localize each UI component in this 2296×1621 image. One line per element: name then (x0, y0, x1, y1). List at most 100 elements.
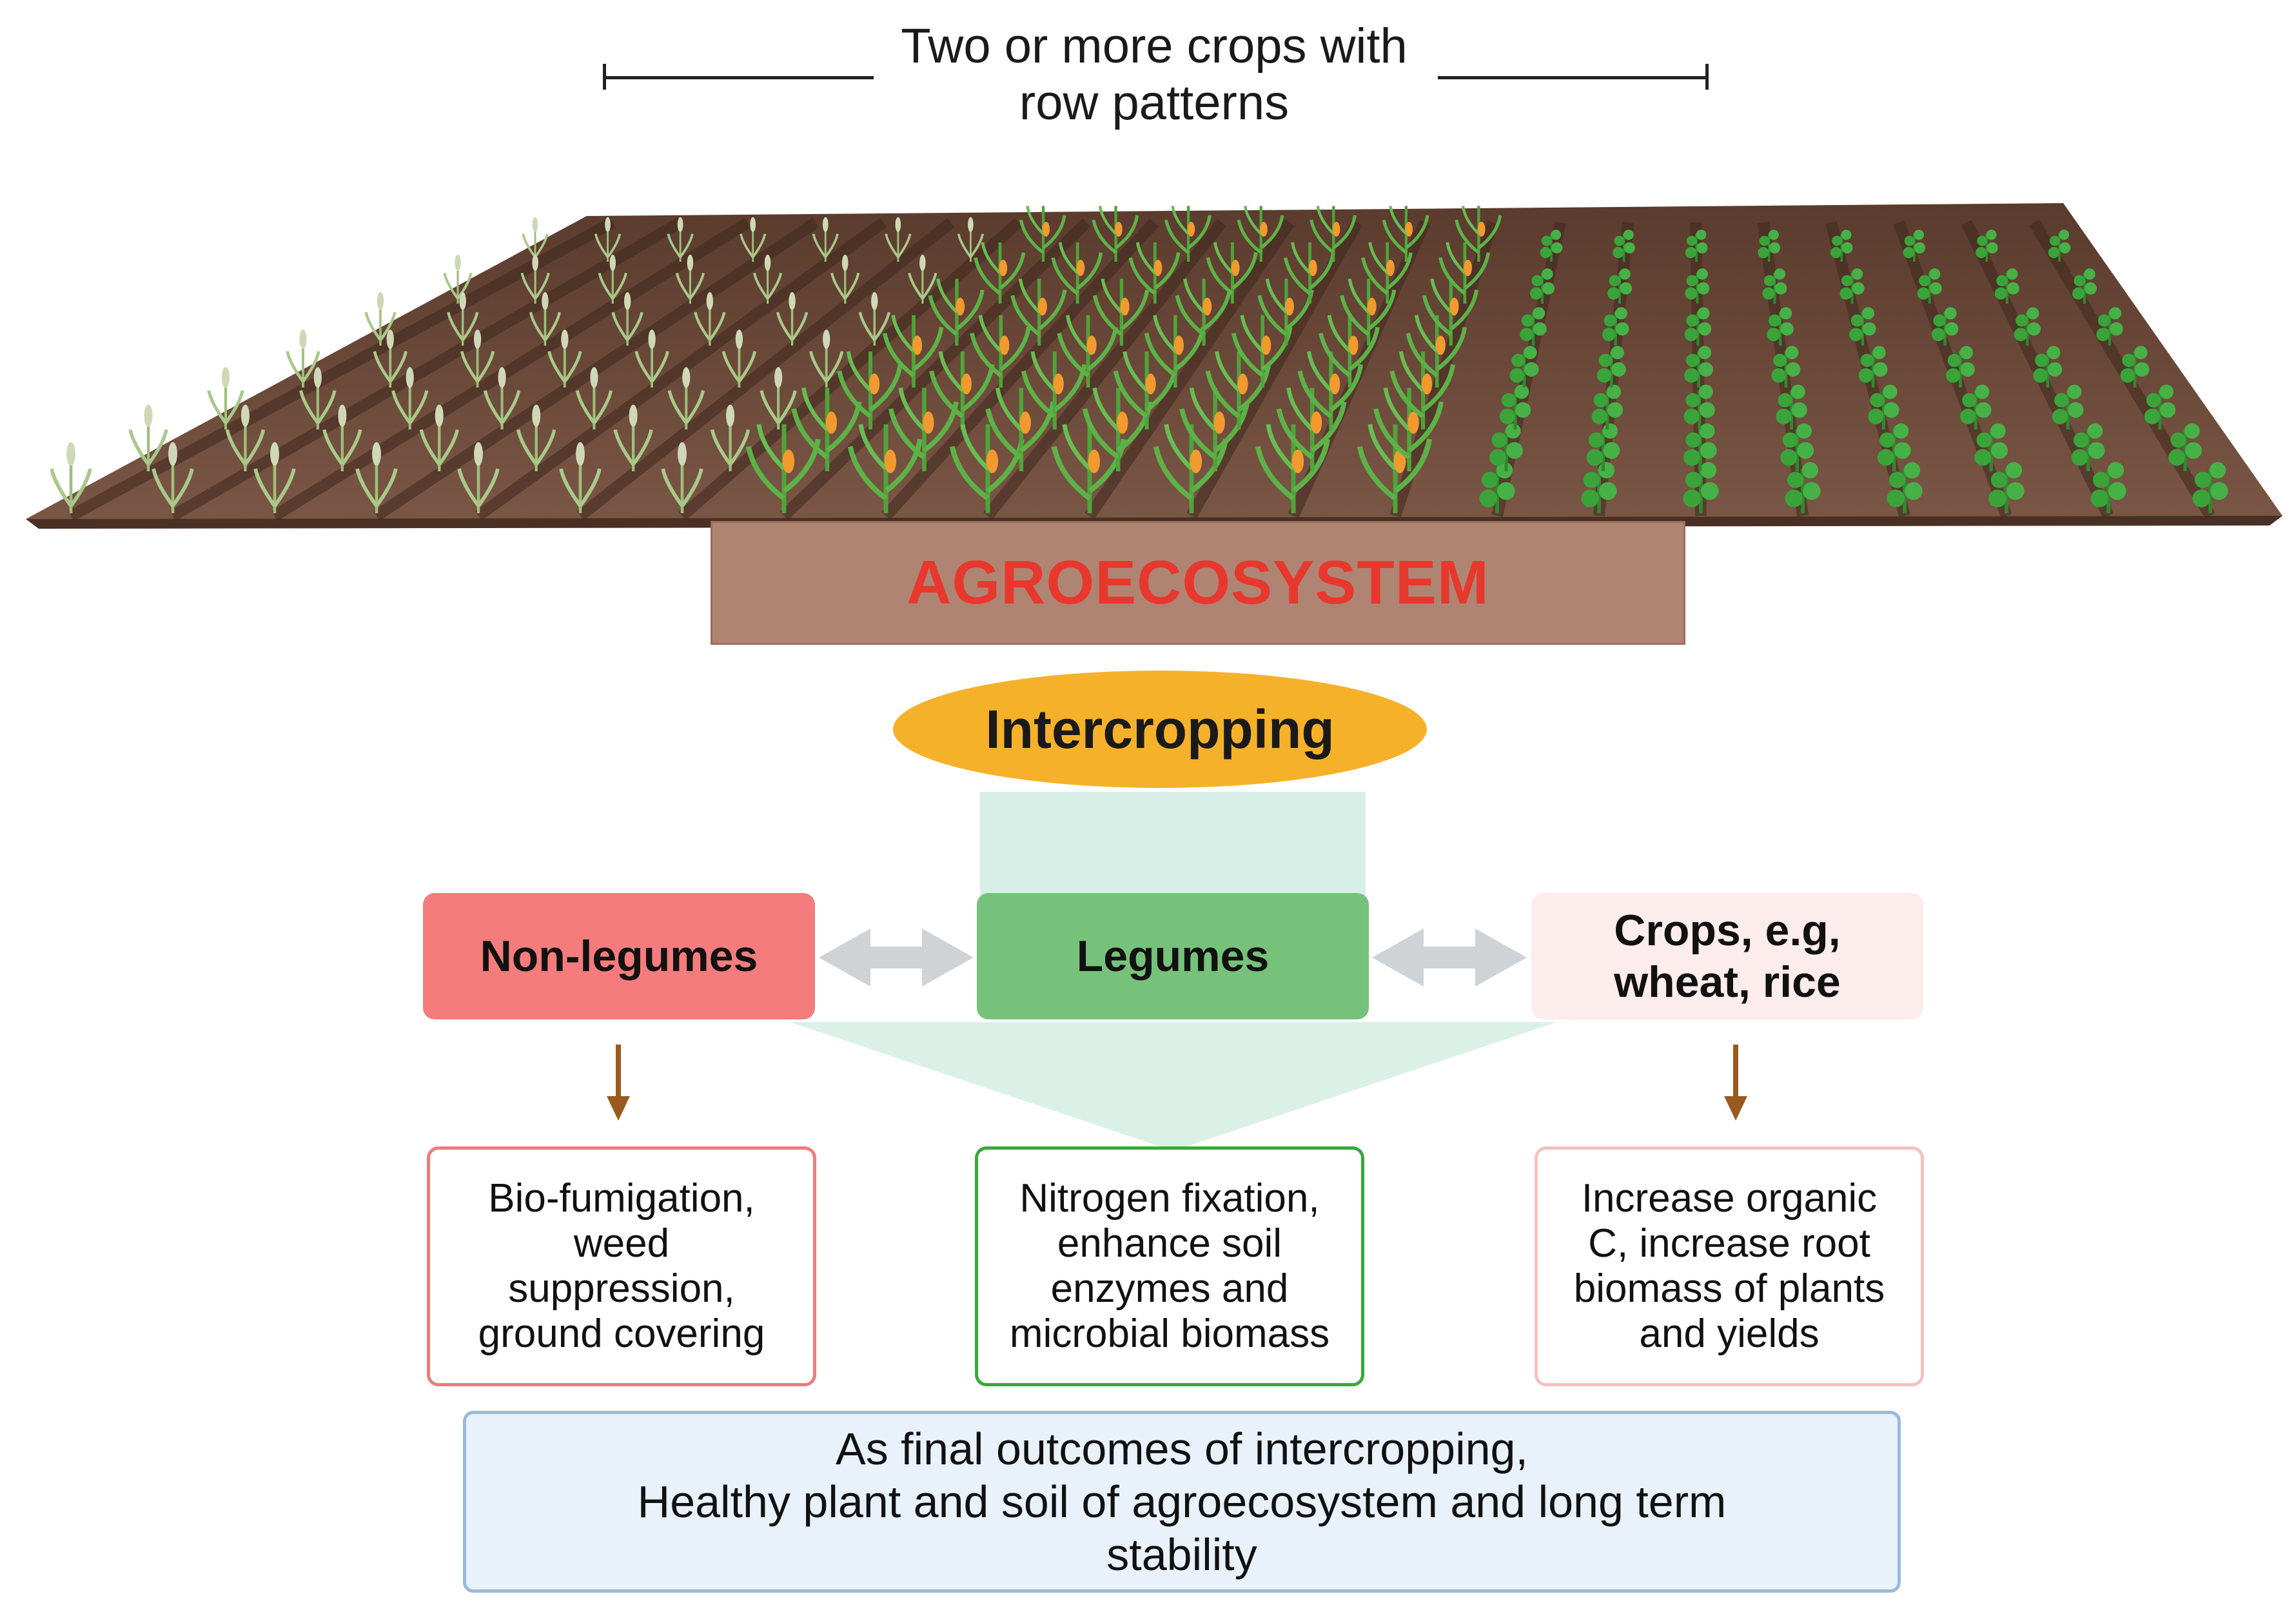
legume-plant (1683, 423, 1717, 471)
maize-plant (1082, 388, 1153, 471)
maize-plant (1237, 206, 1284, 262)
cereal-plant (634, 329, 669, 388)
legume-plant (1767, 307, 1794, 346)
cereal-plant (152, 442, 194, 513)
cereal-plant (50, 442, 92, 513)
legume-plant (2096, 307, 2123, 346)
cereal-plant (364, 292, 397, 346)
cereal-plant (675, 254, 705, 304)
legume-plant (1489, 423, 1523, 471)
legumes-effects-text: Nitrogen fixation, enhance soil enzymes … (1010, 1176, 1330, 1357)
legumes-box: Legumes (977, 893, 1369, 1019)
legume-plant (1499, 384, 1531, 429)
legume-plant (2071, 423, 2105, 471)
legume-plant (1758, 230, 1781, 262)
legume-plant (1520, 307, 1547, 346)
funnel-arrow (790, 1022, 1557, 1151)
legume-plant (1830, 230, 1853, 262)
legume-plant (1974, 423, 2008, 471)
furrow (576, 217, 955, 521)
heading-line-1: Two or more crops with (901, 19, 1408, 74)
legume-plant (1960, 384, 1992, 429)
non-legumes-effects-text: Bio-fumigation, weed suppression, ground… (478, 1176, 765, 1357)
crops-effects-text: Increase organic C, increase root biomas… (1574, 1176, 1885, 1357)
cereal-plant (559, 442, 602, 513)
cereal-plant (661, 442, 703, 513)
cereal-plant (760, 367, 797, 429)
legume-plant (2120, 346, 2150, 388)
maize-plant (970, 315, 1031, 388)
crops-label: Crops, e.g, wheat, rice (1614, 905, 1841, 1008)
maize-plant (1019, 206, 1066, 262)
maize-plant (847, 424, 923, 513)
non-legumes-label: Non-legumes (480, 932, 758, 981)
effect-line: biomass of plants (1573, 1266, 1885, 1311)
legume-plant (1877, 423, 1911, 471)
maize-plant (1257, 278, 1314, 346)
cereal-plant (613, 404, 653, 471)
cereal-plant (529, 292, 562, 346)
legume-plant (2192, 462, 2228, 513)
maize-plant (1340, 278, 1397, 346)
legume-crop-rows (1479, 230, 2228, 513)
legume-plant (1684, 346, 1714, 388)
legume-plant (2052, 384, 2084, 429)
furrow (170, 217, 683, 521)
cereal-plant (128, 404, 168, 471)
legume-plant (1540, 230, 1563, 262)
legume-plant (1762, 268, 1787, 304)
crops-effects-box: Increase organic C, increase root biomas… (1535, 1146, 1924, 1386)
cereal-plant (253, 442, 296, 513)
cereal-plant (598, 254, 627, 304)
maize-plant (1360, 242, 1413, 304)
maize-plant (985, 388, 1056, 471)
legume-plant (2033, 346, 2063, 388)
legume-plant (1683, 462, 1719, 513)
down-arrow-right (1724, 1045, 1747, 1121)
cereal-plant (391, 367, 429, 429)
legume-plant (1887, 462, 1923, 513)
cereal-plant (694, 292, 726, 346)
cereal-plant (457, 442, 500, 513)
cereal-plant (957, 217, 984, 262)
maize-plant (1179, 388, 1250, 471)
maize-plant (974, 242, 1026, 304)
legume-plant (1685, 230, 1708, 262)
legume-plant (1684, 307, 1712, 346)
cereal-plant (373, 329, 407, 388)
legume-plant (1976, 230, 1998, 262)
maize-plant (1422, 278, 1479, 346)
maize-plant (928, 278, 985, 346)
legume-plant (1602, 307, 1629, 346)
maize-plant (1231, 315, 1293, 388)
maize-plant (1455, 206, 1502, 262)
cereal-plant (740, 217, 767, 262)
cereal-plant (885, 217, 912, 262)
maize-plant (888, 388, 959, 471)
legume-plant (1785, 462, 1821, 513)
maize-plant (1128, 242, 1181, 304)
cereal-plant (443, 254, 473, 304)
cereal-plant (520, 254, 550, 304)
final-outcome-box: As final outcomes of intercropping, Heal… (463, 1411, 1901, 1593)
legume-plant (1988, 462, 2025, 513)
maize-plant (1357, 424, 1432, 513)
cereal-plant (299, 367, 337, 429)
maize-plant (791, 388, 862, 471)
center-connector (980, 792, 1366, 898)
non-legumes-effects-box: Bio-fumigation, weed suppression, ground… (427, 1146, 816, 1386)
outcome-line-2: Healthy plant and soil of agroecosystem … (637, 1477, 1727, 1527)
effect-line: microbial biomass (1009, 1312, 1330, 1356)
furrow (475, 217, 887, 521)
bracket-left-line (603, 76, 874, 79)
cereal-plant (753, 254, 783, 304)
legume-plant (1858, 346, 1888, 388)
field-heading: Two or more crops with row patterns (877, 18, 1431, 132)
legume-plant (1994, 268, 2019, 304)
maize-plant (1406, 315, 1467, 388)
soil-field (26, 203, 2282, 522)
crops-label-line-1: Crops, e.g, (1614, 906, 1841, 955)
maize-plant (1175, 278, 1231, 346)
